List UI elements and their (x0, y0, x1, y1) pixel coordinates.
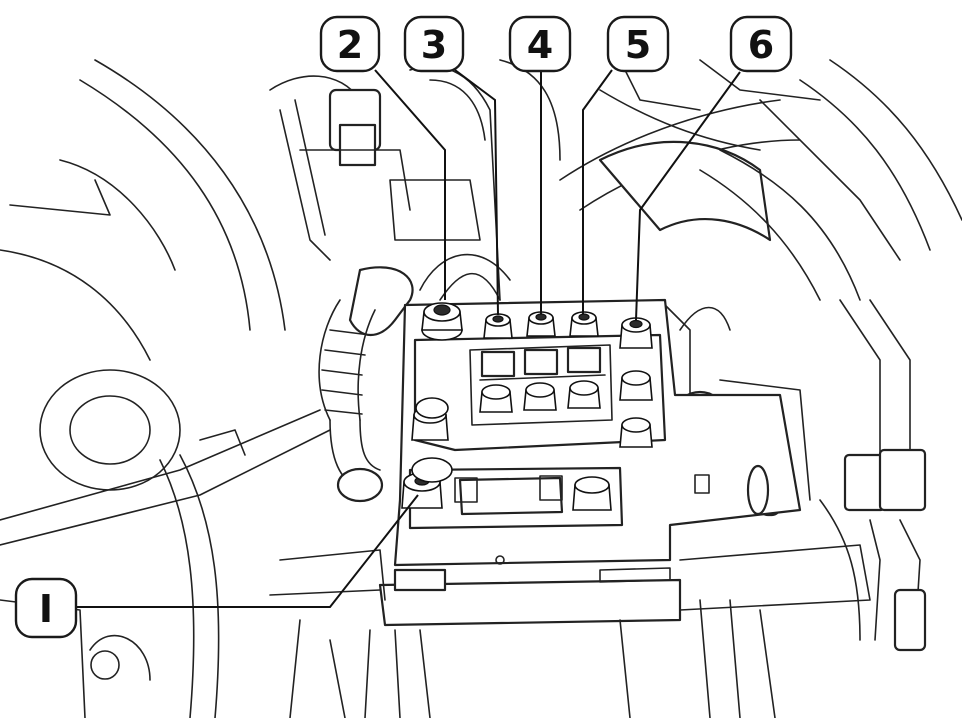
leader-1 (75, 494, 419, 608)
engine-bay-background (0, 59, 962, 718)
callouts: 2 3 4 5 6 I (14, 15, 793, 639)
callout-3: 3 (403, 15, 465, 73)
leader-5 (582, 69, 613, 314)
callout-6: 6 (729, 15, 793, 73)
right-nut-1 (619, 370, 653, 401)
callout-1: I (14, 577, 78, 639)
ring-terminal (411, 397, 453, 483)
callout-2-label: 2 (337, 23, 363, 67)
strip-right-nut (572, 476, 612, 511)
callout-6-label: 6 (748, 23, 774, 67)
callout-5: 5 (606, 15, 670, 73)
callout-4-label: 4 (527, 23, 553, 67)
fuse-box (393, 298, 802, 583)
leader-6 (635, 71, 741, 321)
terminal-5-nut (569, 311, 599, 337)
callout-1-label: I (39, 587, 53, 631)
terminal-2-nut (421, 302, 463, 341)
lower-nut-3 (567, 380, 601, 409)
callout-5-label: 5 (625, 23, 651, 67)
lower-nut-1 (479, 384, 513, 413)
leader-2 (374, 69, 446, 300)
right-nut-2 (619, 417, 653, 448)
lower-nut-2 (523, 382, 557, 411)
leader-lines (75, 68, 741, 608)
callout-2: 2 (319, 15, 381, 73)
callout-3-label: 3 (421, 23, 447, 67)
terminal-3-nut (483, 313, 513, 339)
callout-4: 4 (508, 15, 572, 73)
leader-3 (454, 69, 499, 316)
terminal-6-nut (619, 317, 653, 349)
terminal-4-nut (526, 311, 556, 337)
